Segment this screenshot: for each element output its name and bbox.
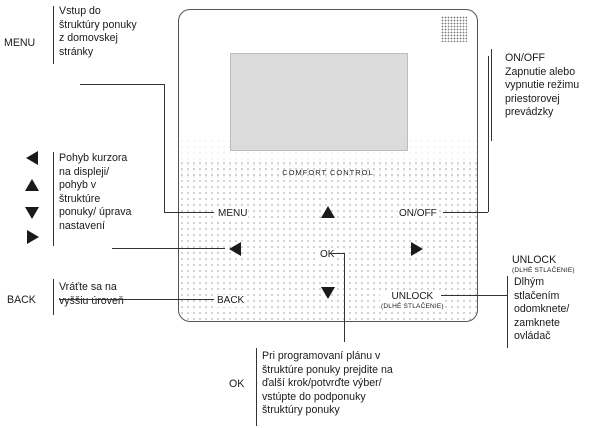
- back-annotation-text: Vráťte sa na vyššiu úroveň: [59, 281, 124, 308]
- lcd-display: [230, 53, 408, 151]
- ok-annotation-text: Pri programovaní plánu v štruktúre ponuk…: [262, 350, 393, 418]
- unlock-annotation-line-1: Dlhým: [514, 276, 545, 288]
- navigation-annotation-line-1: Pohyb kurzora: [59, 152, 128, 164]
- menu-annotation-line-1: Vstup do: [59, 5, 101, 17]
- right-arrow-icon: [27, 230, 39, 244]
- unlock-annotation-title: UNLOCK: [512, 254, 557, 266]
- left-arrow-icon: [26, 151, 38, 165]
- navigation-annotation-line-6: nastavení: [59, 219, 105, 232]
- on-off-leader-v: [488, 56, 489, 212]
- back-button[interactable]: BACK: [216, 295, 246, 307]
- navigation-annotation-line-3: pohyb v: [59, 179, 97, 192]
- navigation-leader: [112, 248, 225, 249]
- down-arrow-icon: [25, 207, 39, 219]
- unlock-button-label: UNLOCK: [391, 291, 434, 302]
- on-off-annotation-bar: [491, 49, 492, 141]
- up-arrow-icon: [25, 179, 39, 191]
- unlock-annotation-line-2: stlačením: [514, 289, 560, 302]
- menu-leader-h2: [164, 212, 214, 213]
- ok-annotation-line-3: ďalší krok/potvrďte výber/: [262, 377, 382, 390]
- unlock-annotation-sublabel: (DLHÉ STLAČENIE): [512, 267, 575, 274]
- thermostat-device: COMFORT CONTROL MENU ON/OFF OK BACK UNLO…: [178, 9, 478, 322]
- menu-annotation-bar: [53, 6, 54, 64]
- unlock-leader: [441, 295, 507, 296]
- menu-key-label: MENU: [4, 37, 36, 49]
- navigation-annotation-line-5: ponuky/ úprava: [59, 206, 132, 219]
- on-off-leader-h: [443, 212, 488, 213]
- brand-label: COMFORT CONTROL: [282, 168, 374, 177]
- on-off-annotation-line-2: Zapnutie alebo: [505, 65, 576, 78]
- navigation-annotation-line-4: štruktúre: [59, 192, 101, 205]
- unlock-annotation-bar: [507, 276, 508, 348]
- back-annotation-line-2: vyššiu úroveň: [59, 294, 124, 307]
- ok-annotation-line-5: štruktúry ponuky: [262, 404, 340, 417]
- menu-leader-h1: [80, 84, 164, 85]
- on-off-annotation-text: ON/OFF Zapnutie alebo vypnutie režimu pr…: [505, 52, 579, 120]
- ok-annotation-line-1: Pri programovaní plánu v: [262, 350, 381, 362]
- on-off-annotation-line-4: priestorovej: [505, 92, 560, 105]
- navigation-annotation-line-2: na displeji/: [59, 165, 110, 178]
- menu-annotation-line-3: z domovskej: [59, 32, 118, 45]
- right-button[interactable]: [411, 242, 423, 256]
- unlock-annotation-line-5: ovládač: [514, 330, 551, 343]
- unlock-button-sublabel: (DLHÉ STLAČENIE): [381, 303, 444, 310]
- on-off-button[interactable]: ON/OFF: [398, 208, 438, 220]
- ok-annotation-bar: [256, 348, 257, 426]
- back-annotation-line-1: Vráťte sa na: [59, 281, 117, 293]
- menu-annotation-line-4: stránky: [59, 45, 94, 58]
- back-leader: [59, 299, 214, 300]
- ok-annotation-line-2: štruktúre ponuky prejdite na: [262, 363, 393, 376]
- speaker-grille: [441, 16, 467, 42]
- ok-leader-v: [344, 253, 345, 342]
- back-annotation-bar: [53, 279, 54, 315]
- unlock-annotation-line-4: zamknete: [514, 316, 560, 329]
- navigation-annotation-text: Pohyb kurzora na displeji/ pohyb v štruk…: [59, 152, 131, 234]
- on-off-annotation-line-1: ON/OFF: [505, 52, 546, 64]
- unlock-annotation-line-3: odomknete/: [514, 303, 570, 316]
- menu-button[interactable]: MENU: [217, 208, 249, 220]
- left-button[interactable]: [229, 242, 241, 256]
- ok-annotation-line-4: vstúpte do podponuky: [262, 390, 366, 403]
- unlock-annotation-text: Dlhým stlačením odomknete/ zamknete ovlá…: [514, 276, 569, 344]
- down-button[interactable]: [321, 287, 335, 299]
- ok-key-label: OK: [229, 378, 245, 390]
- menu-leader-v: [164, 84, 165, 212]
- menu-annotation-line-2: štruktúry ponuky: [59, 18, 137, 31]
- unlock-button[interactable]: UNLOCK (DLHÉ STLAČENIE): [380, 291, 445, 310]
- ok-button[interactable]: OK: [319, 249, 336, 261]
- back-key-label: BACK: [7, 294, 36, 306]
- on-off-annotation-line-3: vypnutie režimu: [505, 79, 580, 92]
- ok-leader-h: [331, 253, 344, 254]
- up-button[interactable]: [321, 206, 335, 218]
- menu-annotation-text: Vstup do štruktúry ponuky z domovskej st…: [59, 5, 137, 59]
- on-off-annotation-line-5: prevádzky: [505, 106, 554, 119]
- navigation-annotation-bar: [53, 152, 54, 246]
